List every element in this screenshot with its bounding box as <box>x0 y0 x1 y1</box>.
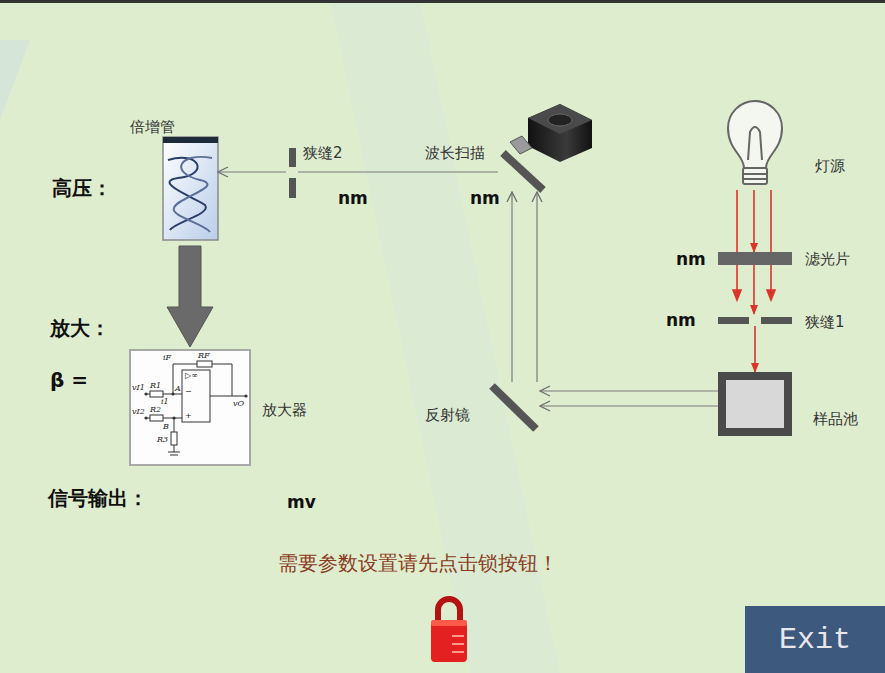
photomultiplier-image <box>163 137 218 240</box>
scan-mirror: 波长扫描 <box>498 148 548 192</box>
part-label: 狭缝2 <box>303 144 343 162</box>
part-label: 狭缝1 <box>805 313 845 331</box>
light-path <box>511 192 512 382</box>
part-label: 倍增管 <box>130 118 175 136</box>
watermark-band <box>0 40 30 120</box>
unit-label: nm <box>470 188 500 208</box>
pin-label: R1 <box>150 381 161 391</box>
pin-label: vI1 <box>132 383 145 393</box>
pin-label: vO <box>233 399 244 409</box>
pin-label: − <box>185 387 192 397</box>
light-path <box>298 171 498 172</box>
lamp: 灯源 <box>718 95 793 190</box>
lock-icon <box>431 599 467 662</box>
part-label: 放大器 <box>262 401 307 419</box>
pin-label: ▷∞ <box>185 371 198 381</box>
photomultiplier: 倍增管 <box>163 137 218 240</box>
pin-label: R2 <box>150 405 161 415</box>
reflect-mirror <box>492 386 536 429</box>
light-ray <box>754 326 756 372</box>
light-path <box>540 405 718 406</box>
light-ray <box>753 265 755 314</box>
amplifier: 放大器 <box>130 350 250 465</box>
pin-label: R3 <box>157 435 168 445</box>
pin-label: A <box>175 384 181 394</box>
pin-label: RF <box>198 351 210 361</box>
part-label: 波长扫描 <box>425 144 485 162</box>
light-path <box>540 390 718 391</box>
unit-label: nm <box>338 188 368 208</box>
beta-label: β = <box>50 368 88 392</box>
button-label: Exit <box>779 622 851 658</box>
hint-text: 需要参数设置请先点击锁按钮！ <box>278 551 558 575</box>
amplifier-schematic <box>130 350 250 465</box>
pin-label: iF <box>163 353 171 363</box>
gain-label: 放大： <box>50 316 110 340</box>
light-path <box>536 192 537 382</box>
part-label: 样品池 <box>813 410 858 428</box>
pin-label: B <box>163 422 169 432</box>
unit-label: nm <box>676 249 706 269</box>
slit-bar <box>289 148 296 198</box>
slit: 狭缝2 <box>286 148 298 198</box>
part-label: 滤光片 <box>805 250 850 268</box>
stepper-motor <box>510 104 592 162</box>
slit-bar <box>718 317 792 324</box>
signal-arrow <box>167 246 213 347</box>
slit: 狭缝1 <box>718 314 792 326</box>
unit-label: mv <box>287 492 316 512</box>
light-path <box>218 171 286 172</box>
voltage-label: 高压： <box>52 176 112 200</box>
light-ray <box>753 190 755 252</box>
pin-label: vI2 <box>132 407 145 417</box>
exit-button: Exit <box>745 606 885 673</box>
pin-label: + <box>185 411 192 421</box>
filter: 滤光片 <box>718 252 792 265</box>
output-label: 信号输出： <box>48 486 148 510</box>
top-border <box>0 0 885 3</box>
lamp-bulb <box>728 101 782 184</box>
sample-cell: 样品池 <box>718 372 792 436</box>
part-label: 反射镜 <box>425 406 470 424</box>
unit-label: nm <box>666 310 696 330</box>
part-label: 灯源 <box>815 157 845 175</box>
reflect-mirror: 反射镜 <box>488 382 540 432</box>
scan-mirror <box>503 153 543 190</box>
pin-label: i1 <box>161 397 169 407</box>
